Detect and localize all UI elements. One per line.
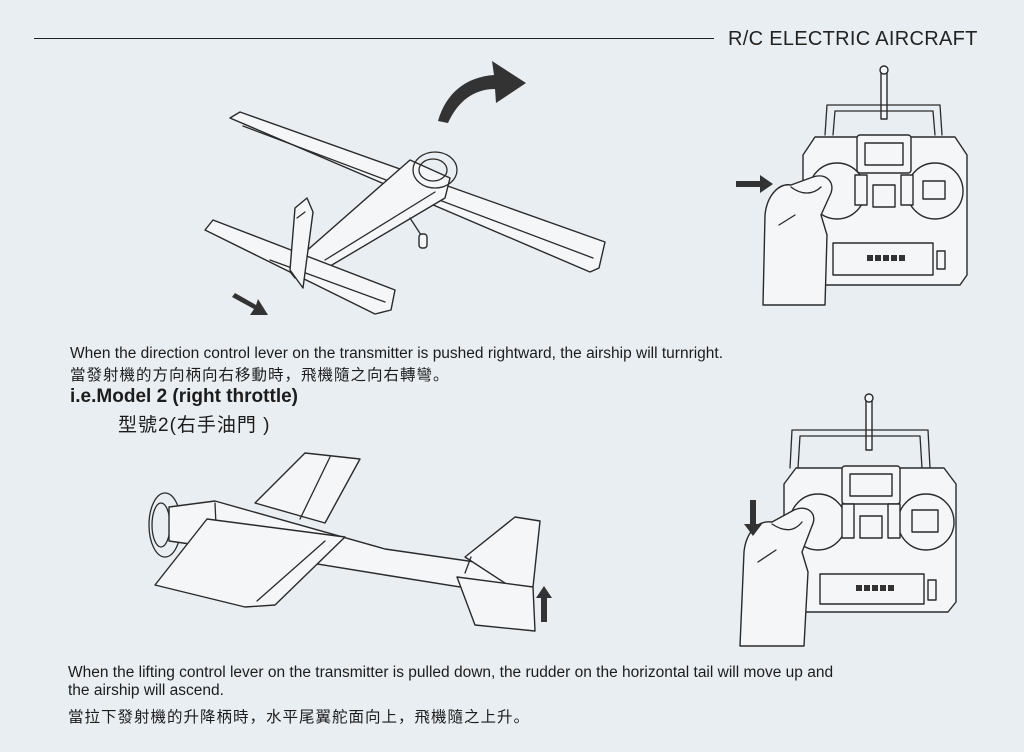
right-arrow-icon — [736, 175, 773, 193]
page-header-title: R/C ELECTRIC AIRCRAFT — [728, 28, 978, 50]
airplane-ascend-illustration — [148, 452, 541, 632]
header-rule — [34, 38, 714, 39]
airplane-turn-illustration — [204, 111, 606, 315]
ascend-caption-english-line1: When the lifting control lever on the tr… — [68, 664, 834, 681]
model-title: i.e.Model 2 (right throttle) — [70, 386, 298, 407]
up-arrow-icon — [536, 586, 552, 622]
model-subtitle: 型號2(右手油門 ) — [118, 415, 271, 436]
transmitter-right-push-illustration — [762, 65, 968, 306]
curved-arrow-icon — [438, 61, 526, 123]
ascend-caption-chinese: 當拉下發射機的升降柄時，水平尾翼舵面向上，飛機隨之上升。 — [68, 709, 531, 726]
down-right-arrow-icon — [232, 293, 268, 315]
down-arrow-icon — [744, 500, 762, 536]
ascend-caption-english-line2: the airship will ascend. — [68, 682, 224, 699]
transmitter-pull-down-illustration — [739, 393, 957, 647]
turn-caption-chinese: 當發射機的方向柄向右移動時，飛機隨之向右轉彎。 — [70, 367, 450, 384]
turn-caption-english: When the direction control lever on the … — [70, 345, 724, 362]
